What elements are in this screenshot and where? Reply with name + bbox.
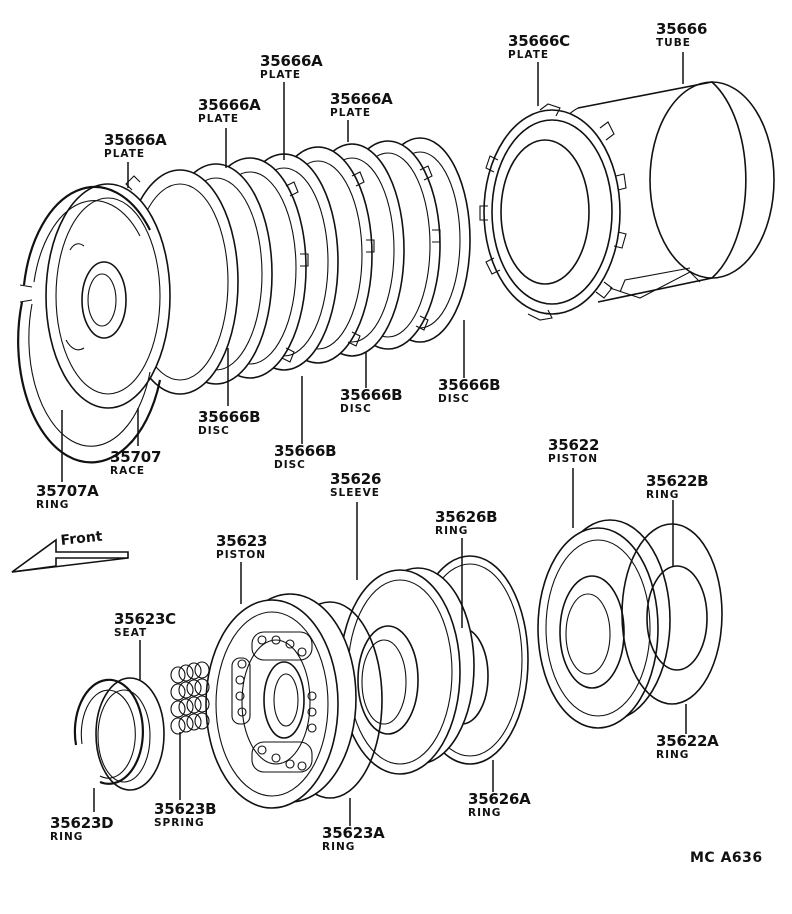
part-number: 35666B bbox=[198, 408, 261, 426]
tube-35666 bbox=[551, 81, 775, 303]
sleeve-35626 bbox=[339, 567, 475, 775]
part-number: 35666A bbox=[330, 90, 393, 108]
part-name: PISTON bbox=[216, 549, 267, 561]
label-35707A-ring: 35707A RING bbox=[36, 484, 99, 511]
label-35622B-ring: 35622B RING bbox=[646, 472, 709, 501]
ring-35623D bbox=[73, 678, 144, 785]
part-number: 35666B bbox=[438, 376, 501, 394]
label-35623-piston: 35623 PISTON bbox=[216, 534, 267, 561]
label-35626A-ring: 35626A RING bbox=[468, 792, 531, 819]
part-name: PLATE bbox=[330, 107, 372, 119]
part-name: SEAT bbox=[114, 627, 148, 639]
label-35626-sleeve: 35626 SLEEVE bbox=[330, 472, 381, 499]
part-name: DISC bbox=[438, 393, 470, 405]
label-35666C-plate: 35666C PLATE bbox=[508, 34, 570, 61]
label-35666A-plate-right: 35666A PLATE bbox=[330, 92, 393, 119]
part-name: PLATE bbox=[260, 69, 302, 81]
label-35622-piston: 35622 PISTON bbox=[548, 438, 599, 465]
front-arrow-label: Front bbox=[59, 528, 104, 549]
part-number: 35626 bbox=[330, 470, 382, 488]
leader-lines bbox=[61, 52, 687, 826]
part-number: 35666 bbox=[656, 20, 708, 38]
part-name: SPRING bbox=[154, 817, 205, 829]
part-number: 35626A bbox=[468, 790, 531, 808]
part-number: 35622A bbox=[656, 732, 719, 750]
label-35623B-spring: 35623B SPRING bbox=[154, 800, 217, 829]
part-number: 35623D bbox=[50, 814, 114, 832]
part-name: RING bbox=[435, 525, 469, 537]
part-name: DISC bbox=[274, 459, 306, 471]
label-35666A-plate-middle: 35666A PLATE bbox=[198, 98, 261, 125]
part-number: 35707 bbox=[110, 448, 162, 466]
ring-35622A bbox=[621, 523, 723, 705]
label-35622A-ring: 35622A RING bbox=[656, 734, 719, 761]
label-35626B-ring: 35626B RING bbox=[435, 508, 498, 537]
part-number: 35666A bbox=[198, 96, 261, 114]
part-name: RING bbox=[322, 841, 356, 853]
part-name: RING bbox=[646, 489, 680, 501]
label-35666A-plate-left: 35666A PLATE bbox=[104, 133, 167, 160]
piston-35623 bbox=[205, 593, 357, 809]
label-35623A-ring: 35623A RING bbox=[322, 826, 385, 853]
part-name: RING bbox=[656, 749, 690, 761]
part-name: PLATE bbox=[104, 148, 146, 160]
label-35707-race: 35707 RACE bbox=[110, 450, 161, 477]
label-35623D-ring: 35623D RING bbox=[50, 814, 114, 843]
part-number: 35622 bbox=[548, 436, 600, 454]
part-name: DISC bbox=[340, 403, 372, 415]
part-name: RACE bbox=[110, 465, 146, 477]
label-35666B-disc-left: 35666B DISC bbox=[198, 408, 261, 437]
part-number: 35623B bbox=[154, 800, 217, 818]
clutch-pack bbox=[115, 137, 471, 395]
ring-35707A bbox=[17, 185, 162, 464]
part-number: 35623A bbox=[322, 824, 385, 842]
part-name: PLATE bbox=[198, 113, 240, 125]
piston-35622 bbox=[537, 519, 671, 729]
seat-35623C bbox=[95, 677, 165, 791]
front-arrow bbox=[11, 538, 129, 573]
part-number: 35666A bbox=[260, 52, 323, 70]
part-name: SLEEVE bbox=[330, 487, 380, 499]
diagram-code: MC A636 bbox=[690, 850, 763, 866]
part-number: 35622B bbox=[646, 472, 709, 490]
part-number: 35666B bbox=[340, 386, 403, 404]
label-35623C-seat: 35623C SEAT bbox=[114, 612, 176, 639]
part-name: PISTON bbox=[548, 453, 599, 465]
part-name: RING bbox=[50, 831, 84, 843]
part-number: 35666C bbox=[508, 32, 570, 50]
label-35666B-disc-far-right: 35666B DISC bbox=[438, 376, 501, 405]
label-35666B-disc-right: 35666B DISC bbox=[340, 386, 403, 415]
plate-35666C bbox=[479, 103, 627, 321]
label-35666-tube: 35666 TUBE bbox=[656, 22, 707, 49]
part-name: PLATE bbox=[508, 49, 550, 61]
label-35666B-disc-bottom: 35666B DISC bbox=[274, 442, 337, 471]
part-number: 35623 bbox=[216, 532, 268, 550]
part-number: 35666B bbox=[274, 442, 337, 460]
part-number: 35623C bbox=[114, 610, 176, 628]
part-name: DISC bbox=[198, 425, 230, 437]
part-number: 35626B bbox=[435, 508, 498, 526]
label-35666A-plate-top: 35666A PLATE bbox=[260, 54, 323, 81]
race-35707 bbox=[45, 183, 171, 409]
part-number: 35666A bbox=[104, 131, 167, 149]
part-number: 35707A bbox=[36, 482, 99, 500]
part-name: RING bbox=[36, 499, 70, 511]
part-name: RING bbox=[468, 807, 502, 819]
ring-35622B bbox=[646, 565, 708, 671]
springs-35623B bbox=[170, 661, 210, 735]
part-name: TUBE bbox=[656, 37, 691, 49]
